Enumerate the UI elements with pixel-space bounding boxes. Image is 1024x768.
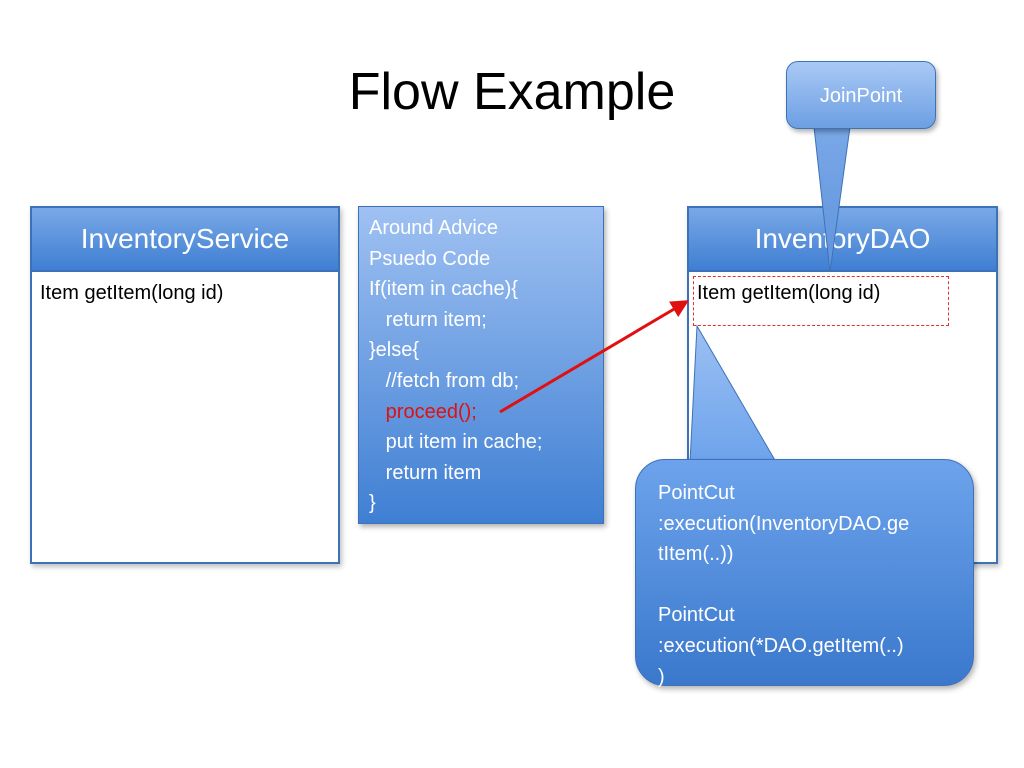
proceed-arrow [499,300,690,414]
advice-line: put item in cache; [369,431,543,454]
inventory-service-box: InventoryService Item getItem(long id) [30,206,340,564]
pointcut-line: PointCut [658,604,735,627]
pointcut-line: ) [658,665,665,688]
slide-title: Flow Example [348,63,676,121]
pointcut-line: tItem(..)) [658,543,734,566]
advice-line: return item [369,461,482,484]
joinpoint-callout: JoinPoint [786,61,936,129]
advice-line: return item; [369,308,487,331]
advice-line: Around Advice [369,217,498,239]
pointcut-callout: PointCut :execution(InventoryDAO.ge tIte… [635,459,974,688]
joinpoint-callout-tail [813,126,851,273]
pointcut-line [658,570,963,601]
advice-line: Psuedo Code [369,247,491,270]
advice-line: } [369,492,376,515]
pointcut-line: :execution(InventoryDAO.ge [658,512,910,535]
pointcut-line: PointCut [658,482,735,504]
pointcut-line: :execution(*DAO.getItem(..) [658,634,904,657]
inventory-dao-header: InventoryDAO [689,208,996,272]
pointcut-callout-tail [689,324,777,463]
inventory-service-header: InventoryService [32,208,338,272]
inventory-dao-method: Item getItem(long id) [697,282,881,304]
advice-proceed-line: proceed(); [369,400,477,423]
advice-line: If(item in cache){ [369,278,518,301]
around-advice-box: Around Advice Psuedo Code If(item in cac… [358,206,604,524]
advice-line: }else{ [369,339,420,362]
inventory-service-method: Item getItem(long id) [40,282,224,304]
joinpoint-highlight [693,276,949,326]
advice-line: //fetch from db; [369,369,520,392]
